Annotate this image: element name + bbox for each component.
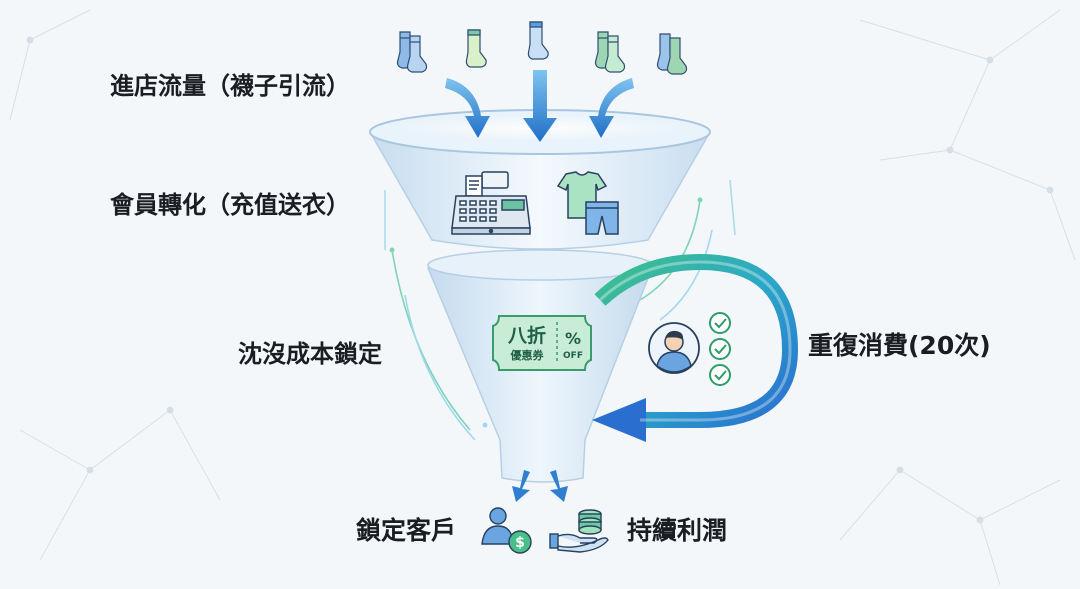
stage-sunk-cost-label: 沈沒成本鎖定 xyxy=(238,340,382,368)
sock-icon xyxy=(527,21,549,60)
sock-icon xyxy=(465,29,487,68)
checkmark-icons xyxy=(709,312,731,386)
checkmark-icon xyxy=(709,338,731,360)
output-arrows xyxy=(512,470,568,502)
coupon-icon: 八折 優惠券 % OFF xyxy=(492,315,592,371)
sock-icon xyxy=(656,33,688,75)
arrow-right xyxy=(589,78,634,138)
arrow-left xyxy=(445,78,490,138)
funnel-lower xyxy=(426,267,654,483)
checkmark-icon xyxy=(709,312,731,334)
customer-avatar-icon xyxy=(648,322,700,374)
arrow-center xyxy=(523,70,557,142)
checkmark-icon xyxy=(709,364,731,386)
sock-icon xyxy=(396,31,428,73)
repeat-loop-arrow xyxy=(592,253,799,442)
coupon-off: OFF xyxy=(563,351,583,361)
sock-icon xyxy=(594,31,626,73)
repeat-purchase-label: 重復消費(20次) xyxy=(808,331,991,360)
coins-hand-icon xyxy=(549,509,609,553)
traffic-arrows xyxy=(445,70,634,142)
stage-membership-label: 會員轉化（充值送衣） xyxy=(110,191,350,219)
lock-customer-label: 鎖定客戶 xyxy=(356,516,457,545)
clothing-icon xyxy=(556,171,619,235)
flow-streaks xyxy=(384,179,736,441)
sock-icons xyxy=(396,21,688,75)
continuous-profit-label: 持續利潤 xyxy=(627,516,728,545)
coupon-percent: % xyxy=(565,329,581,348)
cash-register-icon xyxy=(451,171,531,235)
customer-dollar-icon: $ xyxy=(481,507,532,554)
coupon-subtitle: 優惠券 xyxy=(510,348,545,362)
background-network xyxy=(9,9,1076,586)
coupon-title: 八折 xyxy=(508,325,546,347)
svg-text:$: $ xyxy=(515,535,525,551)
stage-traffic-label: 進店流量（襪子引流） xyxy=(110,72,350,100)
